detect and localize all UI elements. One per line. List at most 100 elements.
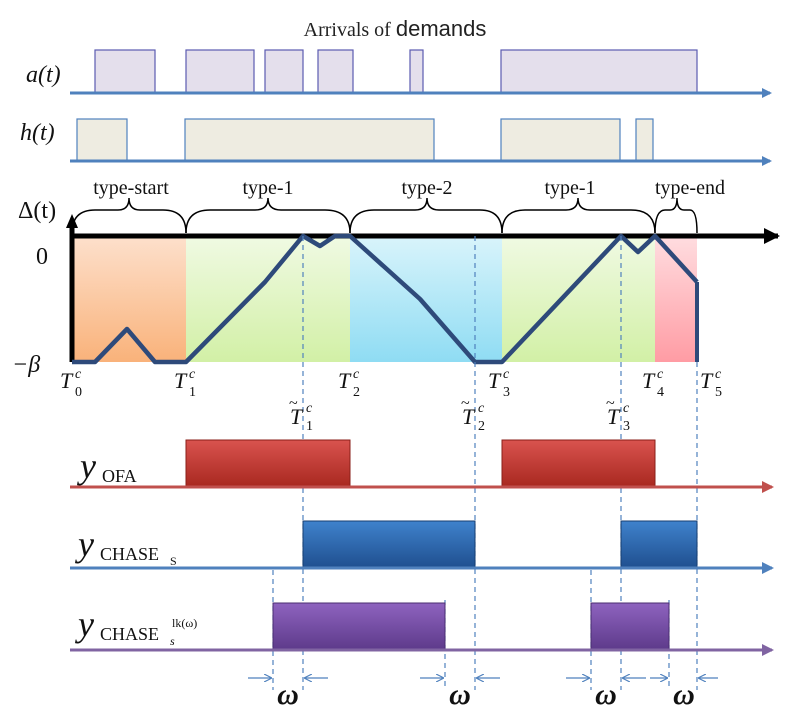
ofa-bar (185, 439, 351, 488)
delta-zero-label: 0 (36, 244, 48, 270)
row-ofa: y OFA (70, 439, 774, 493)
label-T0: T c 0 (60, 367, 82, 400)
title-prefix: Arrivals of (304, 19, 396, 41)
type-label-1a: type-1 (242, 177, 293, 199)
a-t-pulses (94, 49, 698, 94)
svg-text:5: 5 (715, 385, 722, 400)
h-pulse (76, 118, 128, 162)
svg-text:T: T (607, 404, 621, 429)
tilde-mark: ~ (461, 395, 470, 412)
chase-bar (302, 520, 476, 569)
delta-regions (72, 236, 697, 362)
lk-bar (590, 602, 670, 651)
a-pulse (409, 49, 424, 94)
region-type-start (72, 236, 186, 362)
label-T3: T c 3 (488, 367, 510, 400)
h-t-label: h(t) (20, 120, 55, 146)
ofa-bar (501, 439, 656, 488)
label-T1-tilde: T ~ c 1 (289, 395, 313, 434)
ofa-y-symbol: y (77, 446, 96, 486)
a-pulse (500, 49, 698, 94)
svg-text:T: T (488, 368, 502, 393)
lk-bar (272, 602, 446, 651)
svg-text:2: 2 (353, 385, 360, 400)
chase-bar (620, 520, 698, 569)
svg-text:c: c (623, 401, 630, 416)
h-pulse (635, 118, 654, 162)
svg-text:c: c (657, 367, 664, 382)
tilde-mark: ~ (606, 395, 615, 412)
type-label-start: type-start (93, 177, 169, 199)
svg-text:c: c (478, 401, 485, 416)
svg-text:T: T (174, 368, 188, 393)
svg-text:c: c (353, 367, 360, 382)
svg-text:0: 0 (75, 385, 82, 400)
a-t-label: a(t) (26, 62, 61, 88)
diagram-title: Arrivals of demands (304, 16, 487, 41)
type-braces (71, 197, 698, 234)
delta-y-arrow (66, 214, 78, 228)
h-pulse (500, 118, 621, 162)
svg-text:T: T (700, 368, 714, 393)
omega-label: ω (449, 678, 471, 711)
svg-text:3: 3 (623, 419, 630, 434)
svg-text:T: T (338, 368, 352, 393)
a-pulse (185, 49, 255, 94)
type-label-2: type-2 (401, 177, 452, 199)
svg-text:c: c (75, 367, 82, 382)
lk-sub: CHASE (100, 624, 159, 644)
chase-sub: CHASE (100, 544, 159, 564)
svg-text:c: c (715, 367, 722, 382)
label-T1: T c 1 (174, 367, 196, 400)
lk-y-symbol: y (75, 604, 94, 644)
svg-text:T: T (462, 404, 476, 429)
region-type-1b (502, 236, 655, 362)
svg-text:c: c (503, 367, 510, 382)
delta-label: Δ(t) (18, 198, 56, 224)
brace-type-2 (349, 197, 503, 234)
row-lk: y CHASE s lk(ω) (70, 602, 774, 656)
label-T2: T c 2 (338, 367, 360, 400)
region-type-end (655, 236, 697, 362)
label-T5: T c 5 (700, 367, 722, 400)
a-pulse (317, 49, 354, 94)
brace-type-1a (185, 197, 351, 234)
svg-text:c: c (306, 401, 313, 416)
omega-label: ω (595, 678, 617, 711)
brace-type-1b (501, 197, 656, 234)
svg-text:1: 1 (306, 419, 313, 434)
label-T4: T c 4 (642, 367, 664, 400)
lk-subsub: s (170, 634, 175, 648)
row-chase: y CHASE S (70, 520, 774, 574)
svg-text:T: T (642, 368, 656, 393)
chase-subsub: S (170, 554, 177, 568)
label-T3-tilde: T ~ c 3 (606, 395, 630, 434)
chase-y-symbol: y (75, 524, 94, 564)
omega-label: ω (673, 678, 695, 711)
svg-text:T: T (290, 404, 304, 429)
brace-type-start (71, 197, 187, 234)
critical-labels: T c 0 T c 1 T c 2 T c 3 T c 4 T c 5 (60, 367, 722, 434)
delta-trajectory (72, 233, 699, 365)
type-label-end: type-end (655, 177, 725, 199)
delta-beta-label: −β (12, 352, 40, 378)
svg-text:1: 1 (189, 385, 196, 400)
title-emphasis: demands (396, 16, 487, 41)
svg-text:3: 3 (503, 385, 510, 400)
brace-type-end (654, 197, 698, 234)
a-pulse (94, 49, 156, 94)
svg-text:T: T (60, 368, 74, 393)
label-T2-tilde: T ~ c 2 (461, 395, 485, 434)
omega-label: ω (277, 678, 299, 711)
a-pulse (264, 49, 304, 94)
svg-text:2: 2 (478, 419, 485, 434)
tilde-mark: ~ (289, 395, 298, 412)
type-label-1b: type-1 (544, 177, 595, 199)
h-t-pulses (76, 118, 654, 162)
lk-sup: lk(ω) (172, 616, 197, 630)
region-type-1a (186, 236, 350, 362)
ofa-sub: OFA (102, 466, 137, 486)
h-pulse (184, 118, 435, 162)
